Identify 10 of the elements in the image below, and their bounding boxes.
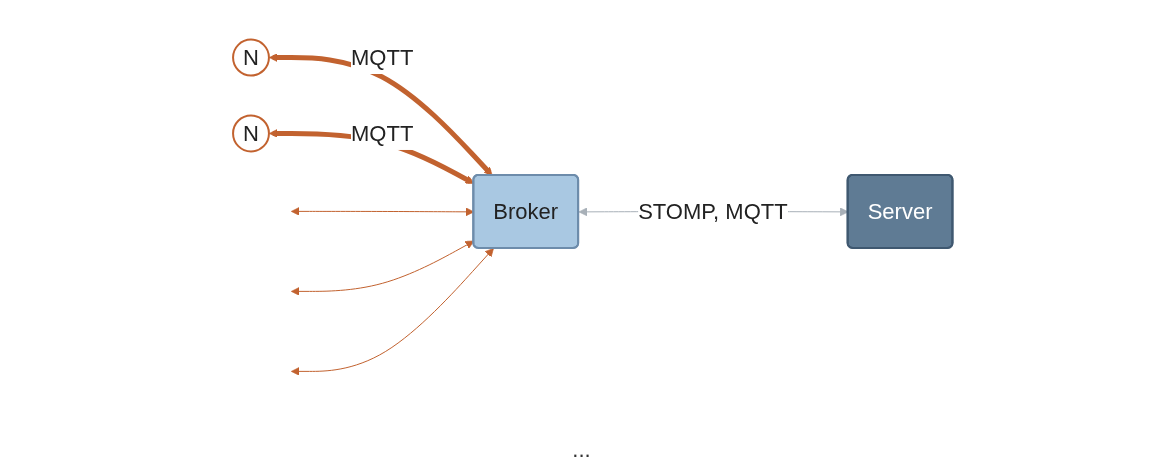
arrow: [268, 52, 493, 176]
arrow: [290, 240, 474, 296]
node-circle: N: [231, 38, 270, 76]
arrow: [290, 247, 494, 376]
ellipsis-label: ...: [572, 437, 591, 462]
edge-label: MQTT: [350, 120, 414, 146]
node-circle: N: [231, 114, 270, 152]
edge-label: STOMP, MQTT: [637, 198, 788, 224]
edge-label: MQTT: [350, 44, 414, 70]
arrow: [290, 206, 474, 216]
